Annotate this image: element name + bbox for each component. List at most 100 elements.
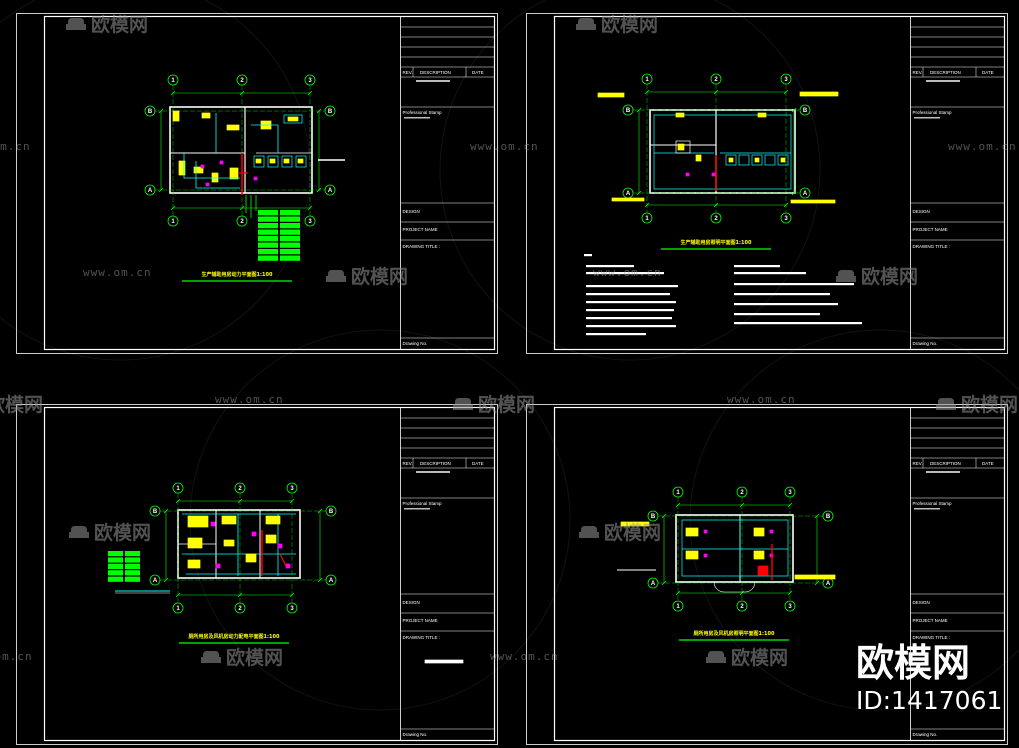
sheet-outer-border xyxy=(526,404,1008,745)
grid-bubble xyxy=(324,184,336,196)
grid-column-label: 3 xyxy=(788,604,792,610)
grid-bubble xyxy=(304,74,316,86)
equipment-symbol xyxy=(172,110,180,122)
legend-cell xyxy=(108,563,123,569)
equipment-symbol xyxy=(757,565,769,576)
equipment-symbol xyxy=(754,157,760,163)
equipment-symbol xyxy=(178,160,186,176)
dimension-tick xyxy=(175,498,181,504)
equipment-symbol xyxy=(675,112,685,118)
sheet-outer-border xyxy=(16,13,498,354)
equipment-symbol xyxy=(210,521,216,527)
note-text-line xyxy=(586,325,676,328)
equipment-symbol xyxy=(187,559,201,569)
dimension-tick xyxy=(661,513,667,519)
grid-column-label: 2 xyxy=(714,216,718,222)
design-label: DESIGN xyxy=(913,209,930,214)
fixture-outline xyxy=(777,154,789,166)
legend-cell xyxy=(125,551,140,557)
equipment-symbol xyxy=(597,92,625,98)
equipment-symbol xyxy=(611,197,645,202)
fixture-outline xyxy=(295,155,307,168)
dimension-tick xyxy=(289,498,295,504)
grid-column-label: 1 xyxy=(676,490,680,496)
title-block-issue-line xyxy=(416,80,450,82)
equipment-symbol xyxy=(221,515,237,525)
equipment-symbol xyxy=(223,539,235,547)
note-text-line xyxy=(734,313,820,316)
grid-row-label: B xyxy=(826,514,831,520)
professional-stamp-label: Professional Stamp xyxy=(913,110,953,115)
equipment-symbol xyxy=(255,158,262,164)
note-text-line xyxy=(586,309,674,312)
grid-column-label: 3 xyxy=(788,490,792,496)
note-text-line xyxy=(734,322,862,325)
equipment-symbol xyxy=(703,553,708,558)
dimension-tick xyxy=(307,90,313,96)
note-text-line xyxy=(586,285,678,288)
grid-bubble xyxy=(672,600,684,612)
grid-row-label: B xyxy=(328,109,333,115)
description-header: DESCRIPTION xyxy=(420,70,451,75)
rev-header: REV. xyxy=(913,461,923,466)
equipment-symbol xyxy=(620,521,650,527)
grid-bubble xyxy=(780,73,792,85)
title-block-issue-line xyxy=(416,471,450,473)
equipment-symbol xyxy=(283,158,290,164)
fixture-outline xyxy=(738,154,750,166)
description-header: DESCRIPTION xyxy=(420,461,451,466)
note-text-line xyxy=(734,283,854,286)
title-block-issue-line xyxy=(926,80,960,82)
design-label: DESIGN xyxy=(403,209,420,214)
grid-row-label: A xyxy=(651,581,656,587)
building-outline xyxy=(169,106,313,194)
equipment-symbol xyxy=(201,112,211,119)
grid-bubble xyxy=(647,577,659,589)
professional-stamp-label: Professional Stamp xyxy=(403,501,443,506)
grid-column-label: 1 xyxy=(171,219,175,225)
sheet-title: 厕所用房及风机房照明平面图1:100 xyxy=(694,630,775,637)
grid-column-label: 1 xyxy=(176,486,180,492)
dimension-tick xyxy=(163,508,169,514)
dimension-tick xyxy=(783,202,789,208)
project-name-label: PROJECT NAME xyxy=(403,618,438,623)
grid-column-label: 2 xyxy=(240,219,244,225)
grid-bubble xyxy=(672,486,684,498)
grid-column-label: 2 xyxy=(740,604,744,610)
equipment-symbol xyxy=(703,529,708,534)
grid-row-label: A xyxy=(626,191,631,197)
equipment-symbol xyxy=(685,527,699,537)
grid-bubble xyxy=(710,212,722,224)
equipment-symbol xyxy=(297,158,304,164)
grid-bubble xyxy=(167,74,179,86)
description-header: DESCRIPTION xyxy=(930,461,961,466)
date-header: DATE xyxy=(982,70,994,75)
equipment-symbol xyxy=(187,515,209,528)
dimension-tick xyxy=(158,187,164,193)
equipment-symbol xyxy=(253,176,258,181)
dimension-tick xyxy=(661,580,667,586)
project-name-label: PROJECT NAME xyxy=(403,227,438,232)
grid-bubble xyxy=(144,184,156,196)
grid-column-label: 3 xyxy=(308,219,312,225)
grid-bubble xyxy=(167,215,179,227)
grid-bubble xyxy=(172,482,184,494)
professional-stamp-label: Professional Stamp xyxy=(403,110,443,115)
equipment-symbol xyxy=(799,91,839,97)
note-text-line xyxy=(734,265,780,268)
grid-bubble xyxy=(236,74,248,86)
dimension-tick xyxy=(237,592,243,598)
circuit-line xyxy=(279,553,287,567)
date-header: DATE xyxy=(982,461,994,466)
grid-column-label: 3 xyxy=(290,486,294,492)
sheet-title: 生产辅助用房照明平面图1:100 xyxy=(681,239,752,246)
legend-cell xyxy=(280,229,300,235)
sheet-inner-border xyxy=(553,406,1006,742)
equipment-symbol xyxy=(424,659,464,664)
grid-column-label: 2 xyxy=(238,486,242,492)
